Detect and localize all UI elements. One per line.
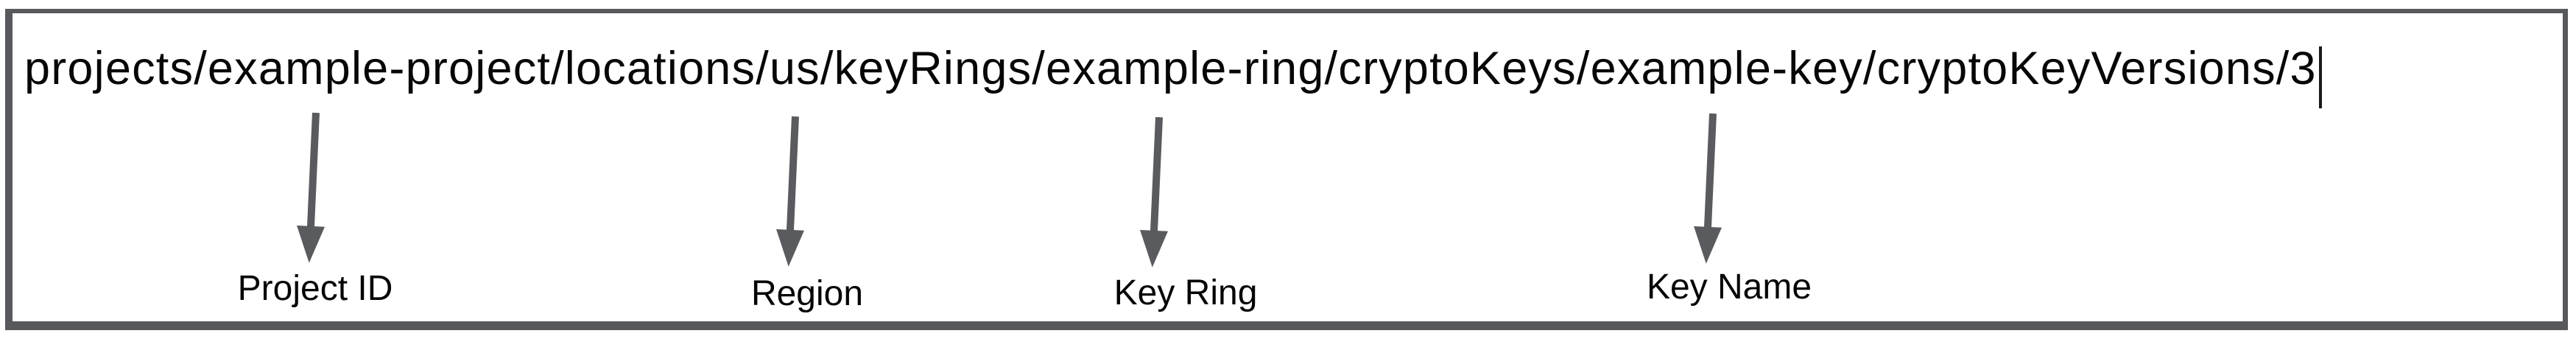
- text-cursor: [2318, 46, 2322, 108]
- annotation-label-project-id: Project ID: [237, 269, 393, 308]
- annotation-label-region: Region: [750, 274, 864, 313]
- down-arrow-project-id-icon: [297, 112, 325, 263]
- resource-path-field[interactable]: projects/example-project/locations/us/ke…: [24, 46, 2322, 108]
- down-arrow-key-name-icon: [1694, 113, 1722, 264]
- resource-path-text: projects/example-project/locations/us/ke…: [24, 43, 2317, 94]
- down-arrow-region-icon: [776, 116, 804, 267]
- annotation-label-key-name: Key Name: [1646, 268, 1812, 307]
- annotation-label-key-ring: Key Ring: [1113, 273, 1258, 312]
- diagram-frame: [5, 9, 2568, 330]
- down-arrow-key-ring-icon: [1140, 116, 1168, 268]
